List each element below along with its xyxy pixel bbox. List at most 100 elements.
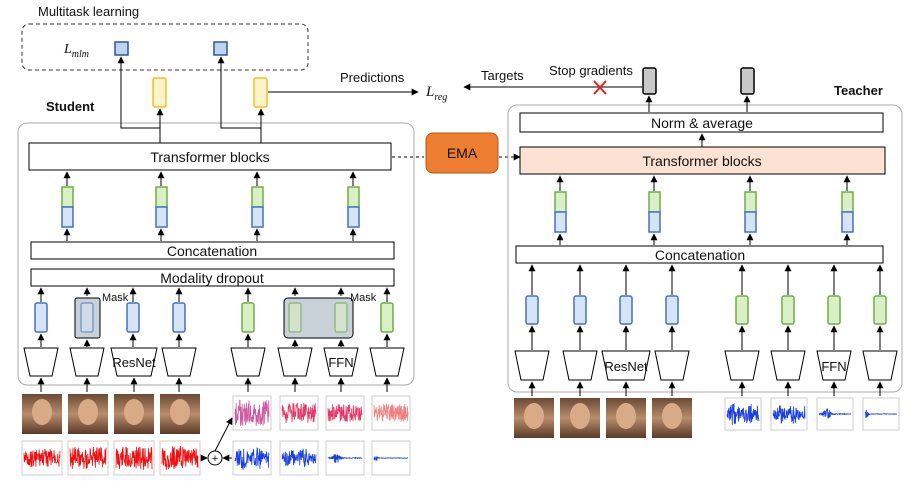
fused-token	[61, 186, 74, 228]
mlm-token-2	[213, 41, 228, 56]
encoder	[277, 347, 313, 377]
fused-token	[648, 191, 661, 233]
video-token	[665, 295, 679, 325]
encoder	[514, 350, 550, 381]
student-concatenation	[30, 241, 395, 260]
encoder	[161, 347, 197, 377]
waveform	[818, 407, 852, 419]
ema-box	[425, 132, 499, 174]
audio-token	[380, 302, 394, 333]
teacher-encoders	[514, 350, 898, 381]
waveform	[373, 403, 409, 422]
student-video-tokens	[34, 302, 186, 333]
teacher-concat-label: Concatenation	[655, 247, 745, 263]
waveform	[327, 454, 363, 463]
arrow	[117, 56, 160, 129]
reg-loss-label: Lreg	[425, 84, 447, 103]
fused-token	[744, 191, 757, 233]
teacher-fused-arrows	[556, 175, 851, 245]
arrow	[214, 417, 233, 452]
teacher-video-tokens	[525, 295, 679, 325]
waveform	[726, 402, 760, 425]
waveform	[23, 449, 61, 467]
waveform	[864, 409, 897, 419]
student-transformer-blocks	[28, 142, 392, 171]
audio-token	[241, 302, 255, 333]
encoder	[562, 350, 598, 381]
fused-token	[841, 191, 854, 233]
teacher-panel	[507, 104, 903, 393]
fused-token	[251, 186, 264, 228]
student-fused-arrows	[63, 171, 357, 241]
audio-token	[781, 295, 795, 325]
teacher-fused-tokens	[554, 191, 854, 233]
multitask-box	[21, 23, 309, 71]
student-panel	[17, 122, 415, 386]
encoder	[69, 347, 105, 377]
noise-audio	[21, 440, 201, 476]
modality-dropout-label: Modality dropout	[160, 270, 264, 286]
waveform	[115, 446, 153, 470]
audio-token-masked	[334, 302, 348, 333]
student-input-arrows	[37, 377, 391, 392]
video-token	[172, 302, 186, 333]
student-concat-label: Concatenation	[167, 243, 257, 259]
encoder	[862, 350, 898, 381]
plus-sign: +	[212, 453, 218, 465]
teacher-transformer-label: Transformer blocks	[642, 153, 761, 169]
video-token	[126, 302, 140, 333]
teacher-input-arrows	[528, 381, 884, 396]
arrow	[217, 56, 261, 129]
teacher-concatenation	[515, 245, 884, 264]
encoder	[369, 347, 405, 377]
target-token-2	[740, 67, 755, 95]
teacher-video-frames	[514, 398, 692, 438]
modality-dropout	[30, 268, 395, 287]
student-ffn-label: FFN	[328, 355, 353, 370]
student-audio-tokens	[241, 302, 394, 333]
mask-label-2: Mask	[350, 292, 377, 304]
teacher-title: Teacher	[834, 83, 883, 98]
stop-gradients-label: Stop gradients	[549, 63, 633, 78]
targets-label: Targets	[481, 68, 524, 83]
resnet-encoder	[601, 350, 651, 381]
waveform	[772, 405, 806, 424]
norm-average-label: Norm & average	[651, 115, 753, 131]
mlm-token-1	[114, 41, 129, 56]
encoder	[724, 350, 760, 381]
teacher-ffn-label: FFN	[821, 359, 846, 374]
student-clean-audio	[232, 440, 411, 476]
multitask-title: Multitask learning	[38, 4, 139, 19]
student-token-arrows	[37, 287, 391, 347]
predictions-label: Predictions	[340, 70, 405, 85]
audio-token	[873, 295, 887, 325]
teacher-resnet-label: ResNet	[604, 359, 648, 374]
waveform	[234, 399, 270, 427]
encoder	[230, 347, 266, 377]
waveform	[327, 404, 363, 423]
video-token	[619, 295, 633, 325]
student-video-frames	[22, 394, 200, 434]
audio-token	[735, 295, 749, 325]
student-transformer-label: Transformer blocks	[150, 149, 269, 165]
student-encoders	[23, 347, 405, 377]
prediction-token-1	[152, 77, 167, 108]
ema-label: EMA	[447, 145, 478, 161]
waveform	[161, 445, 199, 470]
fused-token	[554, 191, 567, 233]
video-token	[573, 295, 587, 325]
teacher-audio-tokens	[735, 295, 887, 325]
ffn-encoder	[816, 350, 852, 381]
teacher-transformer-blocks	[519, 146, 886, 175]
target-token-1	[642, 67, 657, 95]
waveform	[281, 448, 317, 468]
stop-gradient-cross-icon	[593, 80, 607, 95]
fused-token	[347, 186, 360, 228]
video-token	[34, 302, 48, 333]
encoder	[654, 350, 690, 381]
video-token	[525, 295, 539, 325]
student-title: Student	[46, 99, 95, 114]
student-resnet-label: ResNet	[112, 355, 156, 370]
